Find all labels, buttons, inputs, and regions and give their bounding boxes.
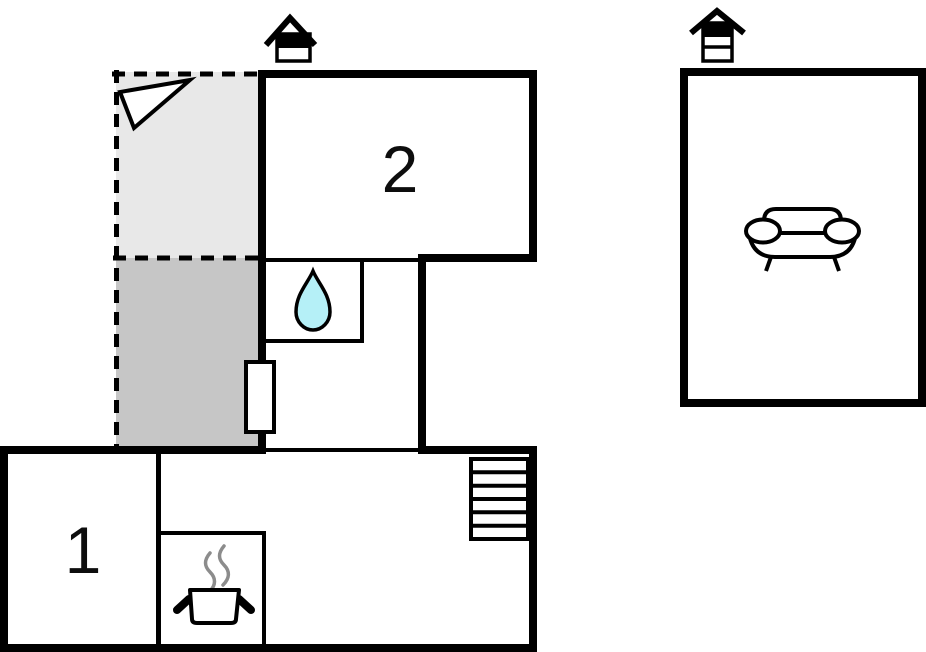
wall-bottom-right — [529, 446, 537, 652]
stove-icon — [173, 544, 255, 625]
door-icon — [244, 360, 276, 434]
water-drop-icon — [294, 266, 332, 332]
wall-bathroom-right — [360, 258, 364, 343]
wall-bottom-top-right — [418, 446, 537, 454]
right-building-walls — [680, 68, 926, 407]
main-building-walls — [0, 70, 537, 652]
chimney-icon — [689, 7, 746, 63]
sofa-armrest-left — [744, 217, 782, 245]
wall-bottom-top-middle — [266, 448, 418, 452]
direction-triangle-icon — [117, 76, 197, 132]
wall-kitchen-top — [156, 531, 266, 535]
sofa-leg-left — [764, 256, 773, 272]
wall-room2-right — [529, 70, 537, 262]
chimney-roof — [689, 7, 746, 36]
wall-room1-divider — [156, 454, 161, 644]
chimney-band — [703, 23, 732, 37]
stairs-icon — [469, 457, 530, 541]
terrace-area — [112, 70, 258, 446]
steam-line — [203, 551, 217, 593]
wall-bottom-bottom — [0, 644, 537, 652]
wall-right-building-bottom — [680, 399, 926, 407]
pot-handle-left — [173, 595, 193, 614]
sofa-armrest-right — [823, 217, 861, 245]
wall-right-building-top — [680, 68, 926, 76]
wall-main-left — [258, 70, 266, 454]
wall-hallway-right — [418, 254, 426, 454]
pot-body — [188, 588, 241, 625]
terrace-lower — [116, 258, 258, 446]
wall-bathroom-top — [266, 258, 418, 262]
chimney-band — [277, 34, 310, 48]
wall-kitchen-right — [262, 531, 266, 644]
sofa-back — [762, 207, 843, 232]
room-1-label: 1 — [65, 513, 102, 587]
sofa-leg-right — [832, 256, 841, 272]
wall-bottom-top-left — [0, 446, 266, 454]
room-2-label: 2 — [382, 132, 419, 206]
steam-line — [217, 544, 231, 587]
pot-handle-right — [235, 595, 255, 614]
wall-room2-bottom — [418, 254, 537, 262]
chimney-icon — [263, 13, 318, 63]
wall-room2-top — [258, 70, 537, 78]
wall-right-building-left — [680, 68, 688, 407]
sofa-icon — [744, 207, 861, 272]
wall-bathroom-bottom — [266, 339, 364, 343]
wall-right-building-right — [918, 68, 926, 407]
wall-bottom-left — [0, 446, 8, 652]
